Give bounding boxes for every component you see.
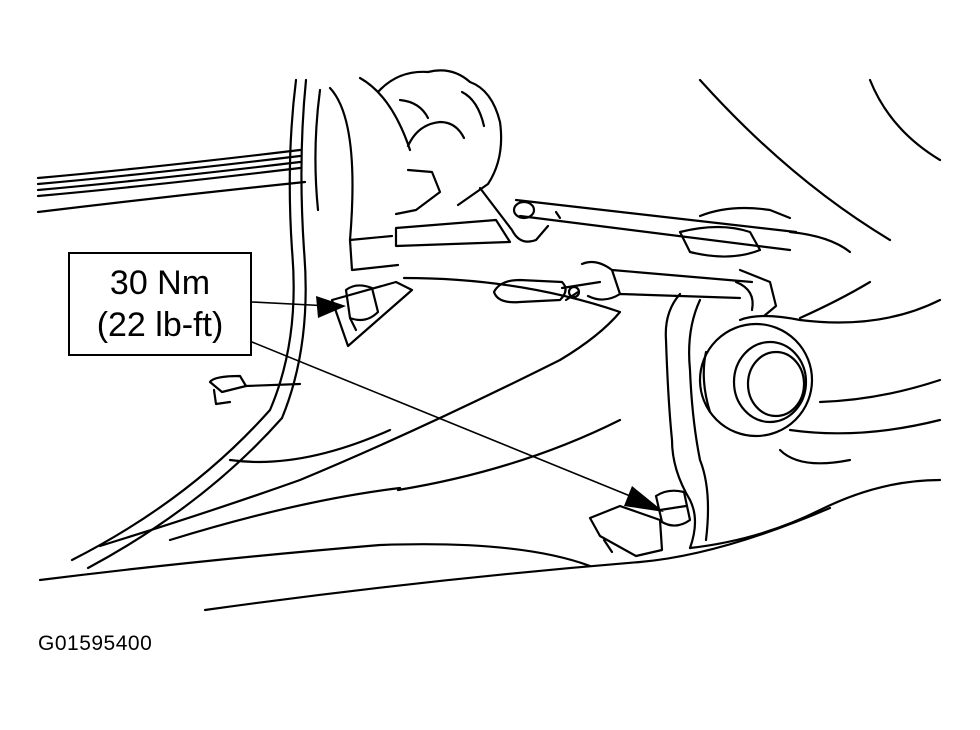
pivot-bushing bbox=[700, 324, 812, 436]
stabilizer-link bbox=[480, 188, 850, 257]
upper-bolt-bracket bbox=[332, 282, 412, 346]
floor-pan-edge bbox=[38, 182, 305, 212]
knuckle-plate bbox=[666, 270, 776, 548]
leader-line-lower bbox=[252, 342, 640, 500]
lower-bolt-bracket bbox=[590, 491, 690, 556]
torque-metric-label: 30 Nm bbox=[109, 264, 211, 302]
torque-imperial-label: (22 lb-ft) bbox=[96, 306, 224, 344]
arrowhead-upper-icon bbox=[316, 296, 346, 318]
hose-clip bbox=[494, 280, 600, 302]
brake-lines bbox=[38, 150, 300, 196]
axle-shaft bbox=[582, 262, 752, 300]
shock-tower bbox=[330, 78, 410, 270]
lower-arm-body bbox=[40, 278, 940, 610]
left-clip bbox=[210, 376, 300, 404]
torque-callout-box: 30 Nm (22 lb-ft) bbox=[68, 252, 252, 356]
figure-id-label: G01595400 bbox=[38, 632, 153, 655]
arrowhead-lower-icon bbox=[624, 486, 664, 512]
hand-outline bbox=[378, 70, 510, 246]
frame-rail bbox=[72, 80, 320, 568]
wheel-well-lines bbox=[700, 80, 940, 463]
